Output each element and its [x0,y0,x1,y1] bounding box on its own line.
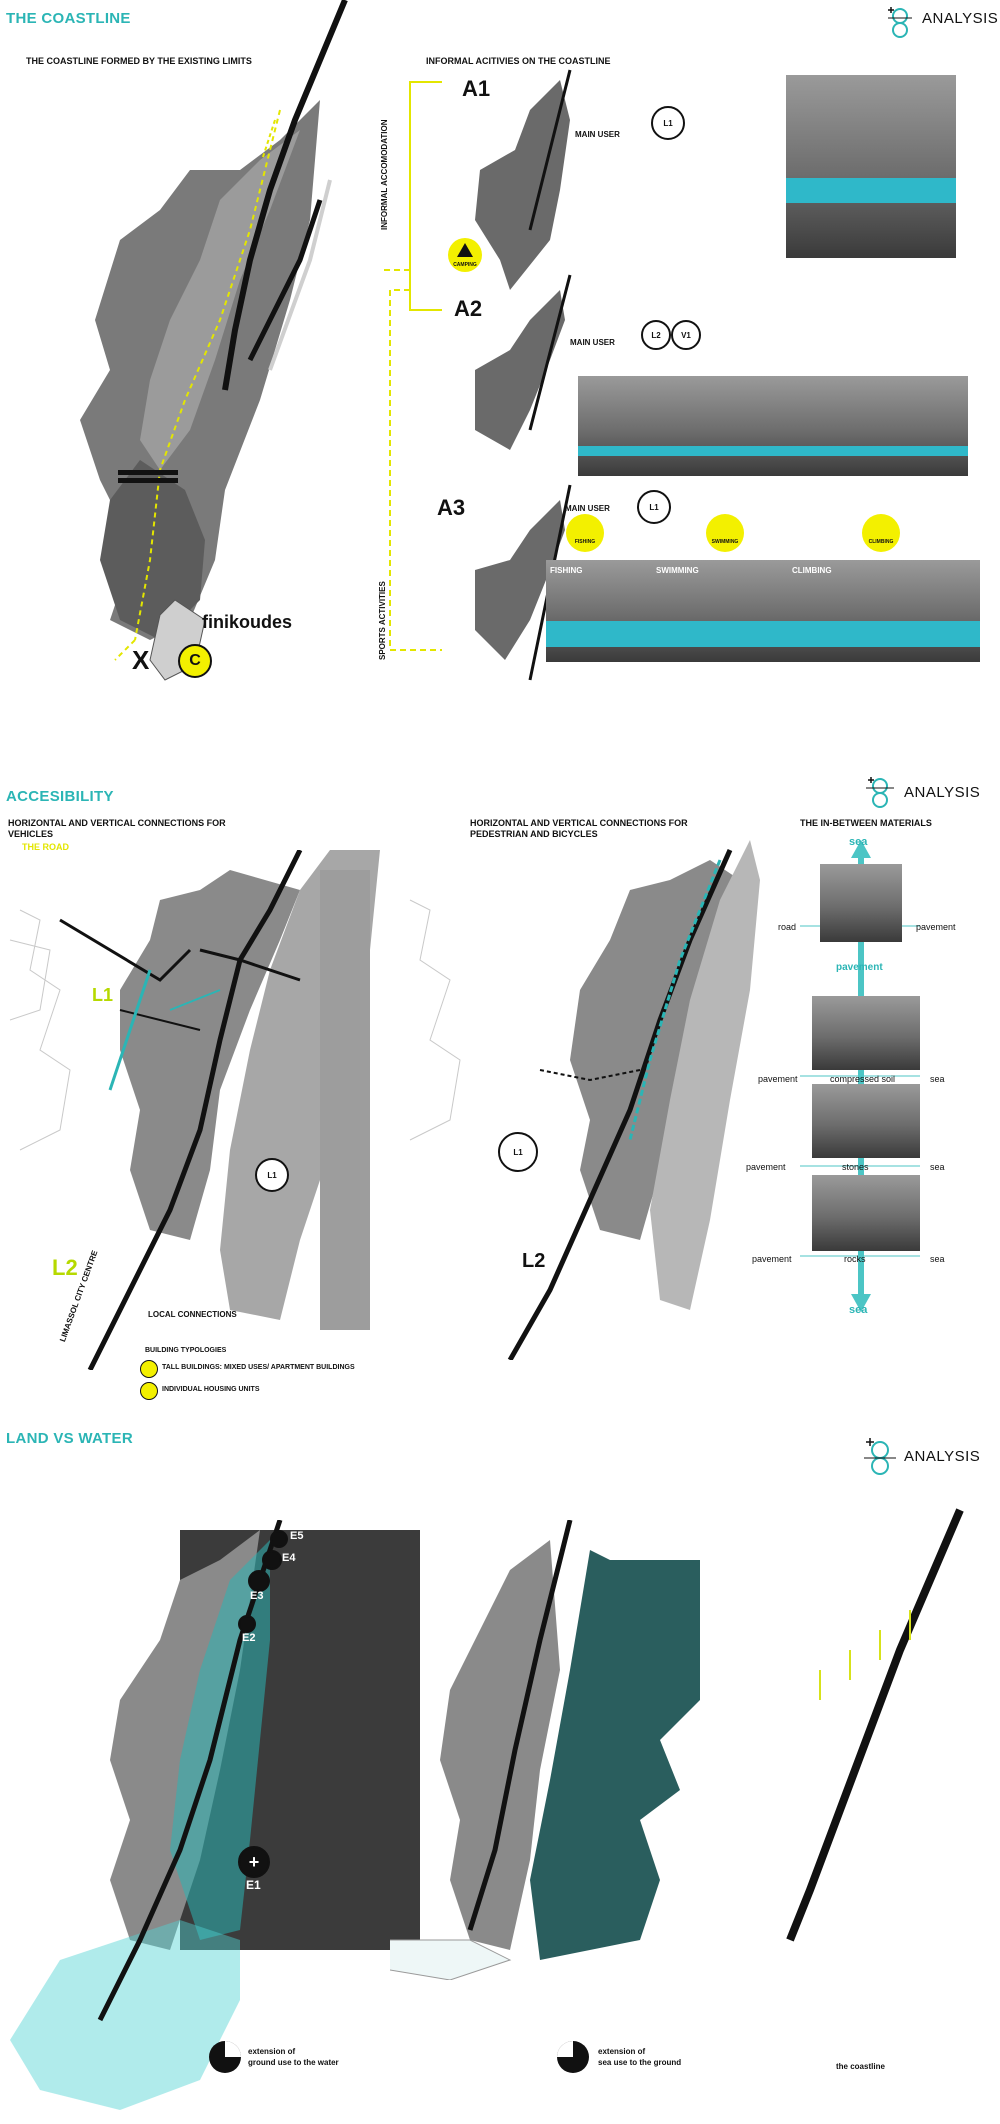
coastline-left-subtitle: THE COASTLINE FORMED BY THE EXISTING LIM… [26,56,252,66]
photo-activities-set [546,560,980,662]
material-photo-soil [812,996,920,1070]
photo-label-swimming: SWIMMING [656,566,699,575]
landwater-title: LAND VS WATER [6,1430,133,1447]
vehicles-user-l1: L1 [255,1158,289,1192]
caption2-line2: sea use to the ground [598,2058,682,2067]
x-mark: X [132,645,150,675]
analysis-label-3: ANALYSIS [904,1448,981,1465]
the-road-label: THE ROAD [22,842,69,852]
swimming-icon: SWIMMING [706,514,744,552]
photo-structures-set [578,376,968,476]
coastline-map-large [80,0,348,681]
zone-a3: A3 [437,495,466,520]
zone-a1: A1 [462,76,491,101]
sports-activities-label: SPORTS ACTIVITIES [378,581,387,660]
material-road: road [778,922,797,932]
informal-activities-maps [475,69,572,681]
tall-buildings-legend: TALL BUILDINGS: MIXED USES/ APARTMENT BU… [162,1364,355,1371]
material-top-sea: sea [849,836,868,848]
photo-shack-set [786,75,956,258]
caption3: the coastline [836,2062,885,2071]
coastline-title: THE COASTLINE [6,10,131,27]
e1-label: E1 [246,1878,261,1892]
informal-accommodation-label: INFORMAL ACCOMODATION [380,119,389,230]
building-typologies-title: BUILDING TYPOLOGIES [145,1347,227,1354]
caption1-line2: ground use to the water [248,2058,339,2067]
material-photo-stones [812,1084,920,1158]
pedestrian-title: HORIZONTAL AND VERTICAL CONNECTIONS FOR … [470,818,688,839]
material-photo-rocks [812,1175,920,1251]
housing-unit-icon [140,1382,158,1400]
main-user-a3: MAIN USER [565,504,610,513]
e3-marker [248,1570,270,1592]
vehicles-title: HORIZONTAL AND VERTICAL CONNECTIONS FOR … [8,818,226,839]
vehicles-map [9,850,380,1370]
e1-marker: + [238,1846,270,1878]
e5-marker [270,1530,288,1548]
zone-a2: A2 [454,296,483,321]
analysis-logo-2: ANALYSIS [860,772,990,816]
user-l1-a3: L1 [637,490,671,524]
climbing-icon: CLIMBING [862,514,900,552]
local-connections-label: LOCAL CONNECTIONS [148,1310,237,1319]
tall-building-icon [140,1360,158,1378]
fishing-icon: FISHING [566,514,604,552]
caption1-line1: extension of [248,2047,296,2056]
material-row2-right: sea [930,1162,945,1172]
main-user-a2: MAIN USER [570,338,615,347]
finikoudes-label: finikoudes [202,612,293,632]
l1-marker: L1 [92,985,114,1005]
caption2-line1: extension of [598,2047,646,2056]
e2-label: E2 [242,1632,256,1644]
material-row1-left: pavement [758,1074,798,1084]
material-row1-mid: compressed soil [830,1074,896,1084]
photo-label-fishing: FISHING [550,566,583,575]
tent-icon [457,243,473,257]
e3-label: E3 [250,1590,264,1602]
accessibility-title: ACCESIBILITY [6,788,114,805]
sea-to-ground-map [390,1520,700,1980]
photo-label-climbing: CLIMBING [792,566,832,575]
e2-marker [238,1615,256,1633]
housing-legend: INDIVIDUAL HOUSING UNITS [162,1386,260,1393]
pedestrian-user-l1: L1 [498,1132,538,1172]
material-row2-left: pavement [746,1162,786,1172]
material-pavement-right: pavement [916,922,956,932]
activities-bracket [380,81,442,651]
user-v1-a2: V1 [671,320,701,350]
material-row1-right: sea [930,1074,945,1084]
material-row2-mid: stones [842,1162,869,1172]
user-l1-a1: L1 [651,106,685,140]
material-row3-mid: rocks [844,1254,866,1264]
user-l2-a2: L2 [641,320,671,350]
analysis-logo: ANALYSIS [880,2,998,42]
legend-icon-ground-water [209,2041,241,2073]
material-row3-right: sea [930,1254,945,1264]
e4-marker [262,1550,282,1570]
coastline-right-subtitle: INFORMAL ACITIVIES ON THE COASTLINE [426,56,611,66]
materials-title: THE IN-BETWEEN MATERIALS [800,818,932,828]
ground-to-water-map [10,1520,420,2110]
e5-label: E5 [290,1530,304,1542]
analysis-logo-3: ANALYSIS [860,1434,990,1484]
e4-label: E4 [282,1552,296,1564]
c-marker: C [178,644,212,678]
material-row3-left: pavement [752,1254,792,1264]
main-user-a1: MAIN USER [575,130,620,139]
material-bottom-sea: sea [849,1304,868,1316]
pedestrian-l2-marker: L2 [522,1250,546,1272]
material-photo-road [820,864,902,942]
analysis-label-2: ANALYSIS [904,784,981,801]
pedestrian-map [409,840,760,1360]
coastline-script [786,1508,964,1942]
legend-icon-sea-ground [557,2041,589,2073]
analysis-label: ANALYSIS [922,10,999,27]
material-pavement: pavement [836,962,883,973]
l2-marker: L2 [52,1255,78,1280]
